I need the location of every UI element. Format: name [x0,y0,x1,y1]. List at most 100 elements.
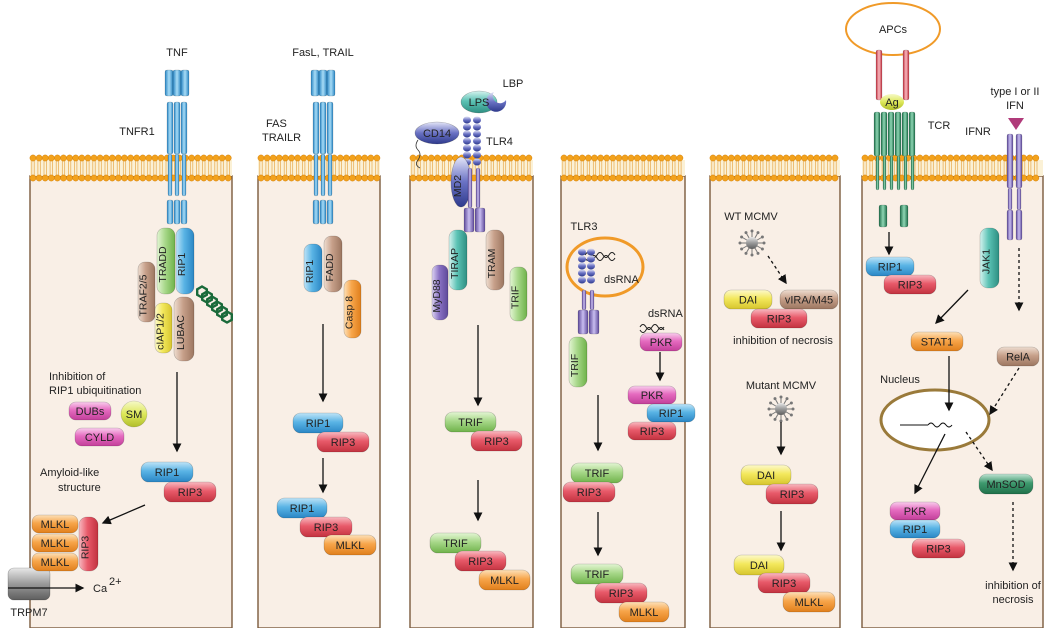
lipid-head [275,174,283,182]
lipid-head [758,154,766,162]
lipid-head [145,154,153,162]
virion-spike-tip [767,407,771,411]
rip3-c2-p4-label: RIP3 [577,487,601,499]
lipid-head [646,154,653,162]
lps-label: LPS [469,97,490,109]
lipid-head [639,174,647,182]
mlkl-1-shape [31,514,79,534]
lipid-head [572,174,580,182]
sm-ball [120,400,148,428]
tcr-icd-1 [878,204,888,228]
rip3-protein-p6-shape [883,274,937,295]
tlr3-tm-1 [581,289,587,311]
trif-c3-p4-label: TRIF [585,569,610,581]
lipid-head [825,174,833,182]
lipid-head [66,174,73,182]
ifn-ligand [1008,118,1024,130]
fadd-protein: FADD [323,235,343,293]
pkr-protein-p4: PKR [639,332,683,352]
lipid-head [194,174,202,182]
rip3-vertical-p1-shape [78,516,99,572]
trpm7-label: TRPM7 [10,607,47,619]
rip3-c1-p4-label: RIP3 [640,426,664,438]
trif-protein-p3: TRIF [509,266,528,322]
amyloid-label-2: structure [58,482,101,494]
arrow-p1-mlkl [101,504,146,525]
lipid-head [519,154,527,162]
lipid-head [813,154,821,162]
lipid-head [127,154,134,162]
lipid-head [819,154,827,162]
lipid-head [922,154,930,162]
lipid-head [627,174,635,182]
lipid-head [983,154,991,162]
tlr4-tm-2 [475,167,481,209]
trpm7-channel [7,567,51,601]
mlkl-c3-p4: MLKL [618,601,670,623]
rip3-c2-p5-shape [757,572,811,594]
lipid-head [440,174,447,182]
myd88-protein: MyD88 [431,264,449,321]
myd88-protein-shape [431,264,449,321]
ifn-label-2: IFN [1006,100,1024,112]
rela-protein-shape [996,346,1040,367]
lipid-head [971,154,979,162]
mlkl-c2-p5: MLKL [782,591,836,613]
pkr-c-p6-label: PKR [904,506,927,518]
rip3-protein-p5-shape [750,308,808,329]
lipid-head [947,174,954,182]
tnf-label: TNF [166,47,188,59]
rip3-protein-p5-label: RIP3 [767,314,791,326]
lipid-head [727,154,735,162]
trif-c3-p4: TRIF [570,563,624,585]
lipid-head [977,174,985,182]
rip1-c-p6: RIP1 [889,519,941,539]
trif-c1-p3-shape [444,411,497,433]
rip3-protein-p6: RIP3 [883,274,937,295]
mhc-2 [902,49,910,101]
lipid-head [746,174,753,182]
lipid-head [727,174,735,182]
mlkl-c3-p4-shape [618,601,670,623]
tradd-protein: TRADD [156,227,176,295]
lipid-head [373,174,381,182]
lipid-head [1026,174,1034,182]
lipid-head [782,154,790,162]
nucleus-label: Nucleus [880,374,920,386]
lipid-head [409,174,417,182]
tcr-tm-0 [875,155,880,191]
lipid-head [801,154,808,162]
lipid-head [776,174,784,182]
lipid-head [971,174,979,182]
rip3-c1-p3: RIP3 [470,430,523,452]
rip3-c3-p4-label: RIP3 [609,588,633,600]
lipid-head [965,154,973,162]
lipid-head [525,154,533,162]
lipid-head [734,174,741,182]
wt-mcmv-virion [738,229,766,257]
lipid-head [224,154,232,162]
lipid-head [275,154,283,162]
rip3-c1-p2: RIP3 [316,431,370,453]
lipid-head [566,174,574,182]
lipid-head [676,154,684,162]
tcr-tm-5 [910,155,915,191]
lipid-head [139,174,147,182]
lipid-head [427,154,435,162]
mlkl-3: MLKL [31,552,79,572]
tlr3-tm-2 [589,289,595,311]
lipid-head [282,174,289,182]
lipid-head [513,154,521,162]
lubac-protein-shape [173,296,195,362]
trif-protein-p4-shape [568,336,588,388]
virion-spike-tip [740,247,744,251]
rip3-c2-p4-shape [562,481,616,503]
inhibition-of-label: inhibition of [985,580,1042,592]
trif-protein-p3-shape [509,266,528,322]
lipid-head [373,154,381,162]
lipid-head [78,154,86,162]
lipid-head [133,174,141,182]
dubs-protein: DUBs [68,401,112,421]
